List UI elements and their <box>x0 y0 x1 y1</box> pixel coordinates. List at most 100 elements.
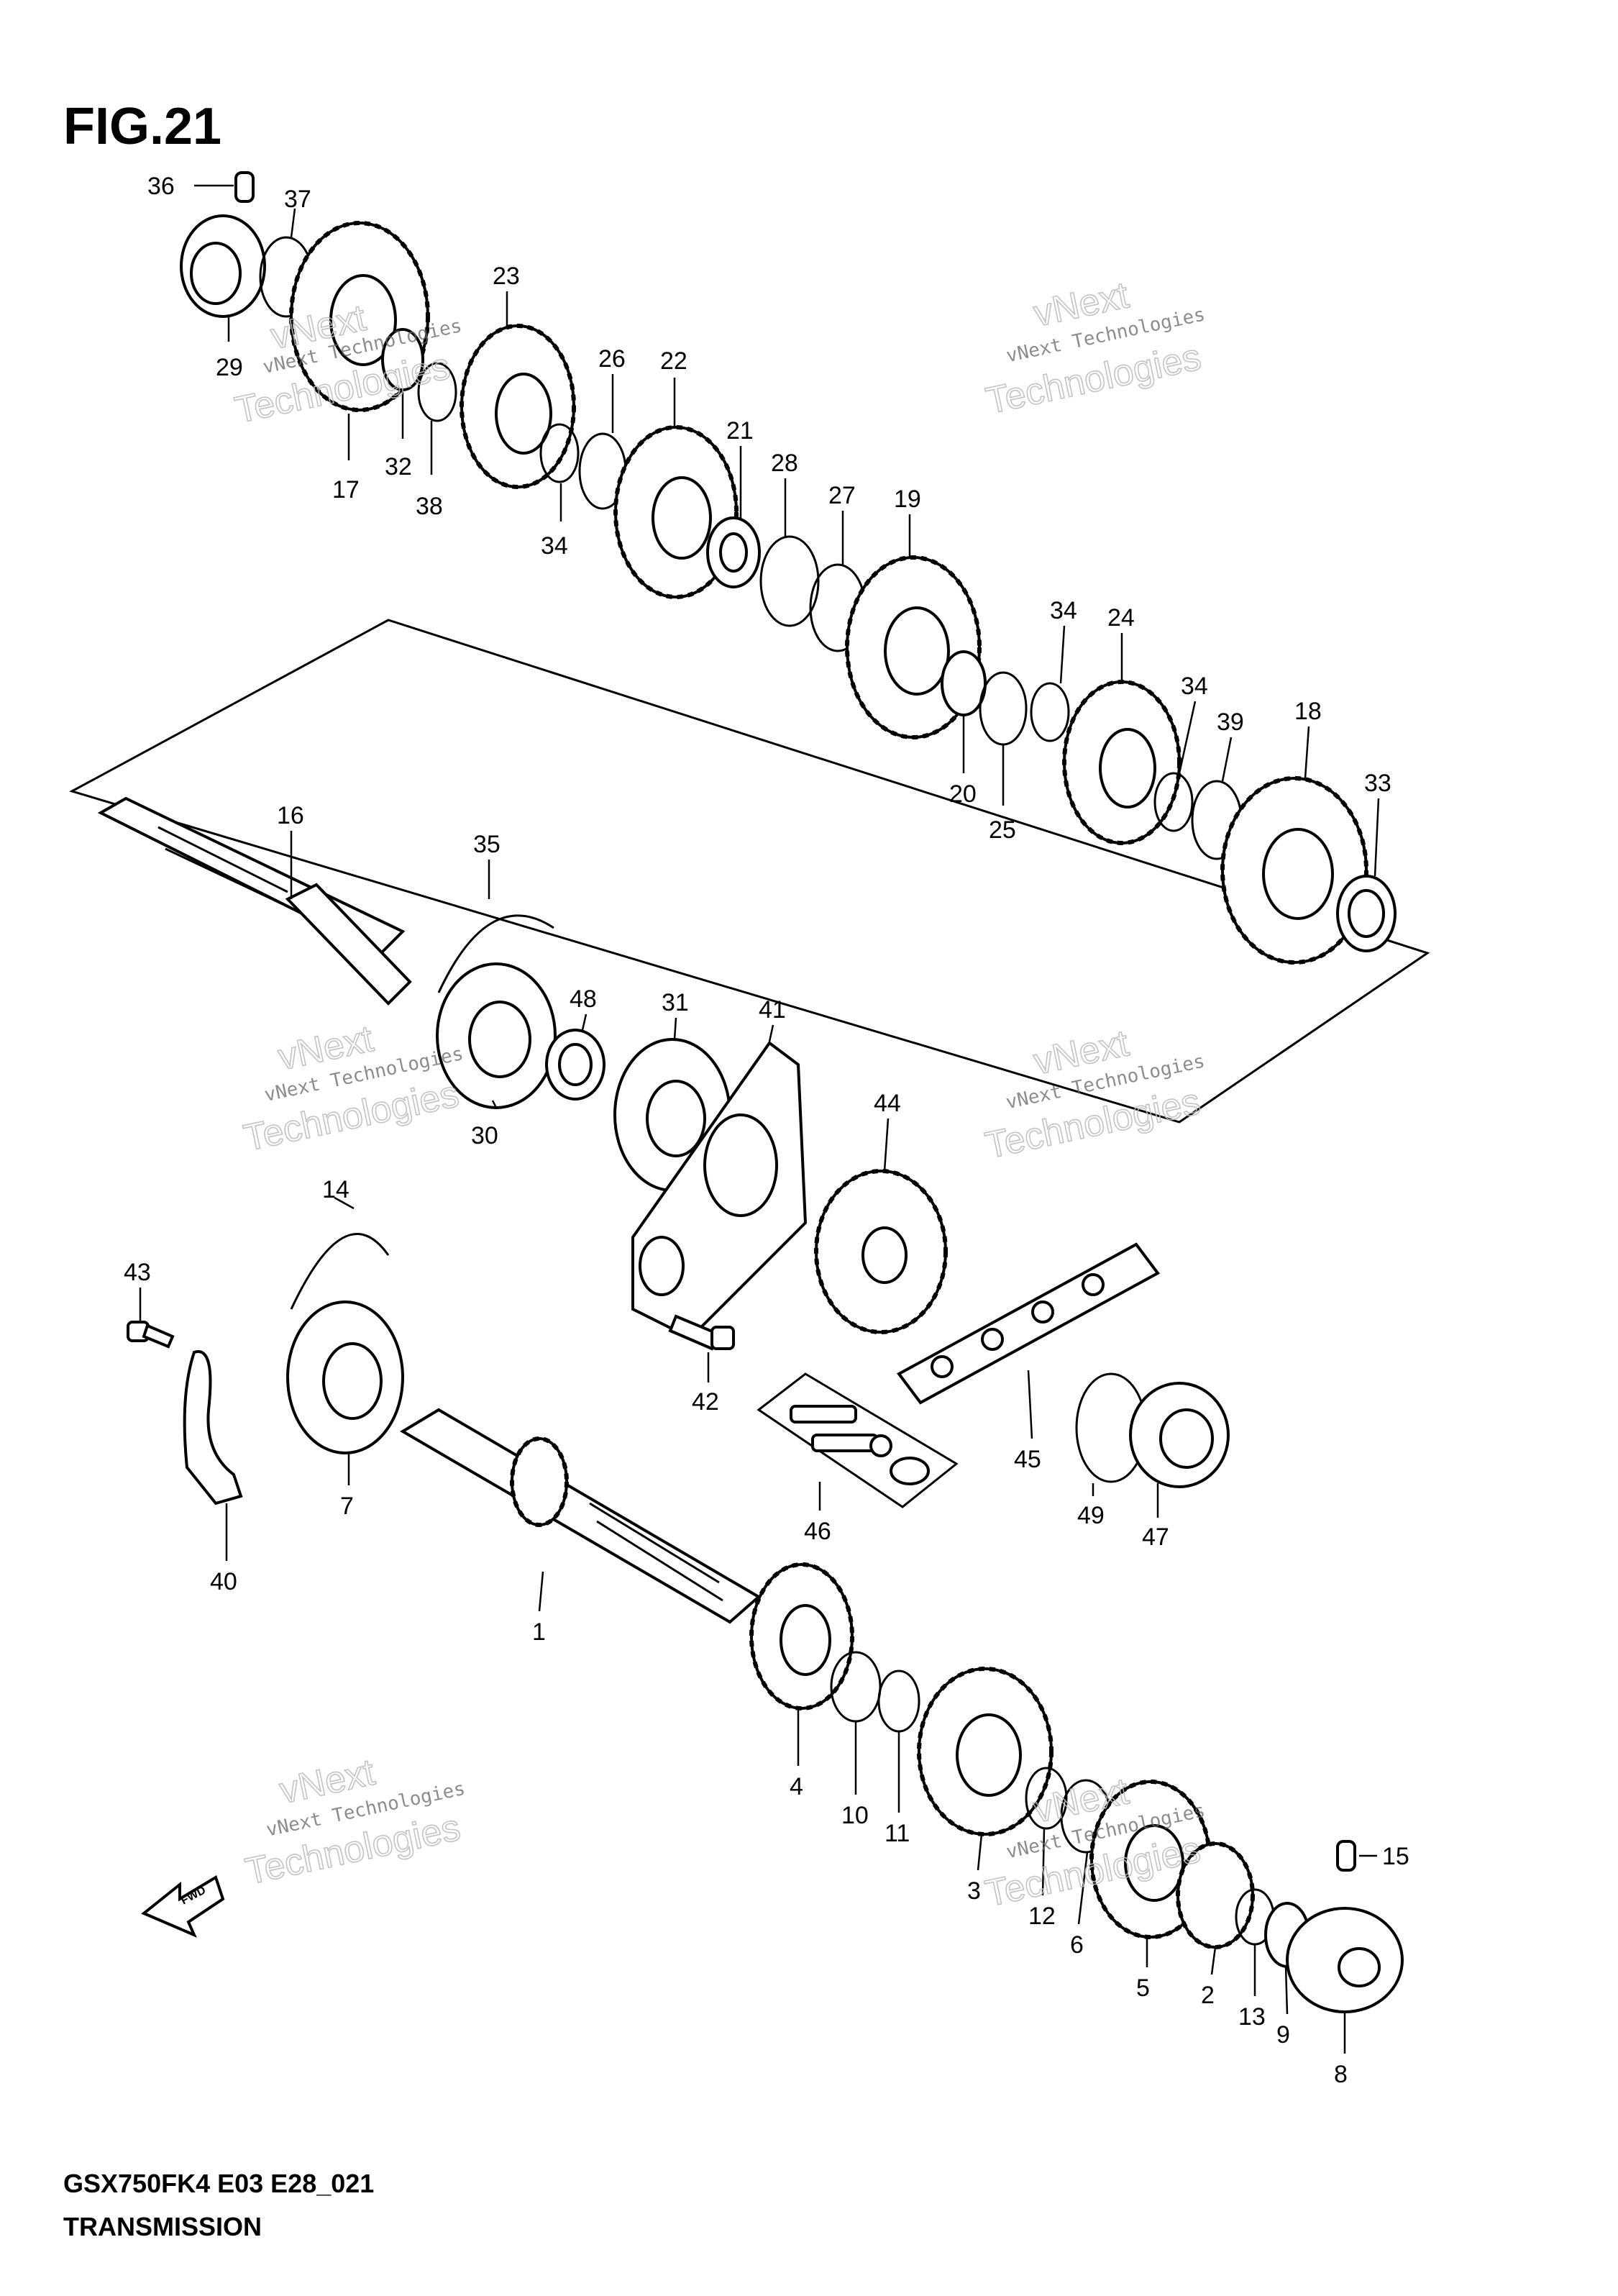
callout-47: 47 <box>1142 1523 1169 1551</box>
callout-46: 46 <box>804 1518 831 1545</box>
part-34-circlip-b[interactable] <box>1030 682 1070 742</box>
callout-34-b: 34 <box>1050 597 1077 624</box>
leader-lines <box>139 184 1380 2054</box>
watermark-bottom-left: vNext vNext Technologies Technologies <box>241 1751 467 1893</box>
callout-6: 6 <box>1070 1931 1084 1959</box>
callout-1: 1 <box>532 1618 546 1646</box>
part-25-washer[interactable] <box>979 671 1028 746</box>
callout-26: 26 <box>598 345 626 373</box>
callout-35: 35 <box>473 831 501 858</box>
callout-44: 44 <box>874 1090 901 1117</box>
callout-15: 15 <box>1382 1843 1409 1870</box>
part-4-gear[interactable] <box>749 1562 854 1710</box>
part-3-gear[interactable] <box>917 1667 1053 1836</box>
callout-13: 13 <box>1238 2003 1266 2031</box>
part-34-circlip-c[interactable] <box>1153 772 1194 832</box>
callout-24: 24 <box>1107 604 1135 632</box>
part-20-bushing[interactable] <box>941 650 987 716</box>
watermark-top-right: vNext vNext Technologies Technologies <box>982 273 1207 423</box>
callout-30: 30 <box>471 1122 498 1149</box>
part-23-gear[interactable] <box>460 324 576 489</box>
callout-2: 2 <box>1201 1982 1215 2009</box>
callout-39: 39 <box>1217 709 1244 736</box>
footer-section-name: TRANSMISSION <box>63 2212 262 2241</box>
part-32-bushing[interactable] <box>381 328 424 391</box>
part-41-plate[interactable] <box>631 1041 808 1340</box>
part-44-sprocket[interactable] <box>814 1169 948 1334</box>
part-38-washer[interactable] <box>417 362 457 422</box>
callout-20: 20 <box>949 780 977 808</box>
part-18-gear[interactable] <box>1220 776 1368 965</box>
callout-7: 7 <box>340 1493 354 1520</box>
watermark-mid-right: vNext vNext Technologies Technologies <box>981 1021 1207 1167</box>
callout-41: 41 <box>759 996 786 1024</box>
part-24-gear[interactable] <box>1062 680 1181 845</box>
callout-27: 27 <box>828 482 856 509</box>
callout-34-c: 34 <box>1181 673 1208 700</box>
callout-28: 28 <box>771 450 798 477</box>
part-15-pin[interactable] <box>1336 1840 1356 1872</box>
callout-31: 31 <box>662 989 689 1016</box>
callout-5: 5 <box>1136 1974 1150 2002</box>
part-34-circlip-a[interactable] <box>539 423 580 483</box>
callout-40: 40 <box>210 1568 237 1595</box>
part-29-bushing[interactable] <box>180 214 266 318</box>
fwd-arrow-icon: FWD <box>141 1875 225 1938</box>
callout-11: 11 <box>885 1820 910 1847</box>
callout-29: 29 <box>216 354 243 381</box>
callout-48: 48 <box>570 985 597 1013</box>
part-46-chain-joint-kit[interactable] <box>757 1372 959 1508</box>
callout-4: 4 <box>790 1773 803 1800</box>
figure-title: FIG.21 <box>63 98 221 155</box>
footer-model-code: GSX750FK4 E03 E28_021 <box>63 2169 374 2198</box>
callout-23: 23 <box>493 263 520 290</box>
callout-16: 16 <box>277 802 304 829</box>
part-47-nut[interactable] <box>1129 1382 1230 1488</box>
part-21-bushing[interactable] <box>706 516 761 588</box>
callout-45: 45 <box>1014 1446 1041 1473</box>
part-7-bearing[interactable] <box>286 1300 404 1454</box>
callout-42: 42 <box>692 1388 719 1416</box>
callout-3: 3 <box>967 1877 981 1905</box>
part-40-oil-guide[interactable] <box>183 1350 243 1505</box>
part-33-bearing[interactable] <box>1336 875 1397 952</box>
callout-49: 49 <box>1077 1502 1105 1529</box>
part-22-gear[interactable] <box>613 425 739 599</box>
watermark-top-left: vNext vNext Technologies Technologies <box>231 296 464 432</box>
callout-14: 14 <box>322 1176 349 1203</box>
part-11-circlip[interactable] <box>877 1669 920 1733</box>
callout-labels: 36 29 37 17 32 38 23 34 26 22 21 28 27 1… <box>124 173 1409 2088</box>
callout-8: 8 <box>1334 2061 1348 2088</box>
callout-21: 21 <box>726 417 754 445</box>
callout-33: 33 <box>1364 770 1391 797</box>
callout-12: 12 <box>1028 1903 1056 1930</box>
callout-36: 36 <box>147 173 175 200</box>
countershaft-assembly-frame <box>69 619 1430 1124</box>
part-12-bushing[interactable] <box>1025 1767 1068 1830</box>
callout-17: 17 <box>332 476 360 504</box>
callout-43: 43 <box>124 1259 151 1286</box>
part-42-bolt[interactable] <box>668 1314 735 1351</box>
callout-37: 37 <box>284 186 311 213</box>
part-43-bolt[interactable] <box>127 1321 175 1349</box>
part-48-bushing[interactable] <box>545 1029 605 1101</box>
part-36-pin[interactable] <box>234 171 255 203</box>
callout-38: 38 <box>416 493 443 520</box>
callout-32: 32 <box>385 453 412 480</box>
part-30-bearing[interactable] <box>436 962 557 1109</box>
callout-18: 18 <box>1294 698 1322 725</box>
callout-10: 10 <box>841 1802 869 1829</box>
part-1-driveshaft[interactable] <box>400 1408 762 1624</box>
callout-9: 9 <box>1276 2021 1290 2049</box>
callout-19: 19 <box>894 486 921 513</box>
part-35-retaining-ring[interactable] <box>437 914 554 993</box>
part-14-retaining-ring[interactable] <box>290 1233 390 1310</box>
part-45-drive-chain[interactable] <box>897 1242 1160 1405</box>
part-28-washer[interactable] <box>759 535 820 627</box>
part-8-bushing[interactable] <box>1286 1907 1404 2013</box>
callout-25: 25 <box>989 816 1016 844</box>
part-16-countershaft[interactable] <box>97 796 412 1006</box>
callout-34-a: 34 <box>541 532 568 560</box>
callout-22: 22 <box>660 347 687 375</box>
